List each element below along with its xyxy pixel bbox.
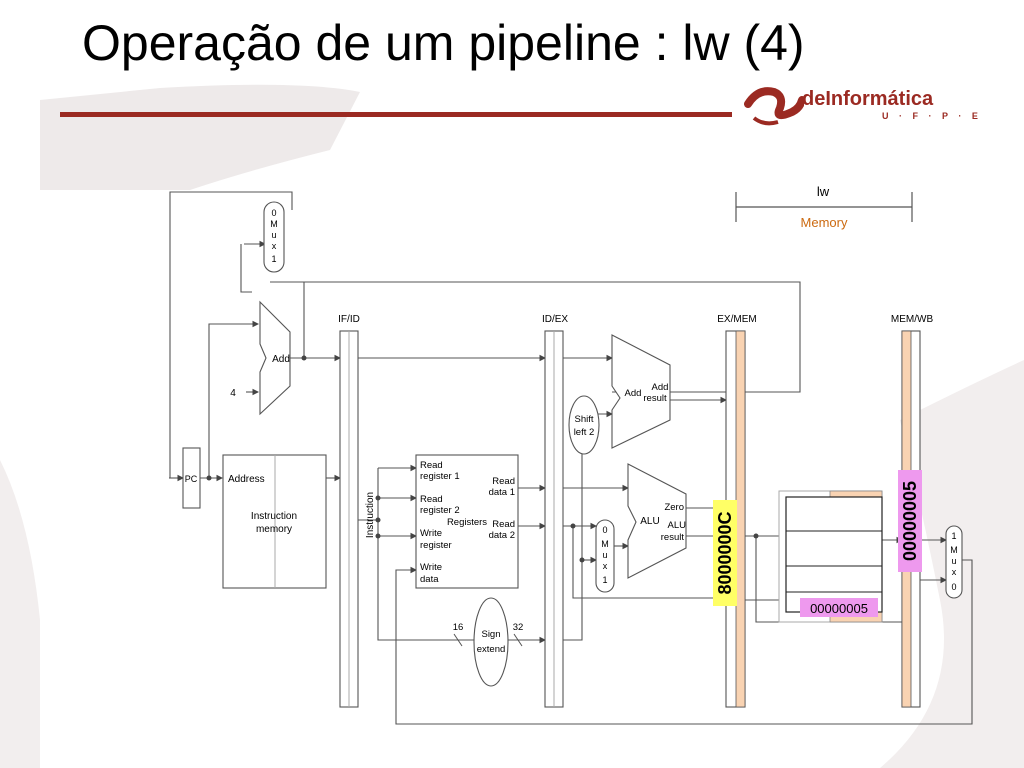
register-file: Read register 1 Read register 2 Write re… <box>415 454 519 589</box>
mux-alu-label-1: M <box>601 539 609 549</box>
data-memory: 00000005 <box>778 490 883 623</box>
wire-pc-to-add <box>208 320 260 478</box>
shift-left-2: Shift left 2 <box>568 395 600 455</box>
slide-title: Operação de um pipeline : lw (4) <box>82 15 805 71</box>
imem-address-label: Address <box>228 474 265 485</box>
rr1-label-2: register 1 <box>420 471 460 482</box>
wire-rd2-exmem <box>572 526 728 602</box>
ex-mem-value-tag: 8000000C <box>713 500 737 606</box>
rr2-label-1: Read <box>420 494 443 505</box>
mux-alu-src: 0 M u x 1 <box>595 519 615 593</box>
logo-mark-icon <box>744 87 804 126</box>
wire-writeback <box>395 559 973 725</box>
ex-mem-label: EX/MEM <box>717 314 756 325</box>
mux-top-label-3: x <box>272 241 277 251</box>
wire-instr-bus <box>377 468 476 641</box>
mux-pc-select: 0 M u x 1 <box>263 201 285 273</box>
id-ex-register: ID/EX <box>542 314 568 708</box>
wr-label-1: Write <box>420 528 442 539</box>
pc-adder: Add 4 <box>230 300 291 416</box>
ex-mem-value: 8000000C <box>715 511 735 594</box>
mux-wb-label-2: u <box>951 556 956 566</box>
memory-read-value: 00000005 <box>810 601 868 616</box>
mux-wb-label-1: M <box>950 545 958 555</box>
mux-writeback: 1 M u x 0 <box>945 525 963 599</box>
pc-adder-label: Add <box>272 354 290 365</box>
background-swoosh-left <box>0 460 40 768</box>
legend-stage: Memory <box>801 215 848 230</box>
shift-label-2: left 2 <box>574 427 595 438</box>
rd2-label-2: data 2 <box>489 530 515 541</box>
zero-label: Zero <box>664 502 684 513</box>
alu: ALU Zero ALU result <box>627 463 687 579</box>
wd-label-2: data <box>420 574 439 585</box>
instruction-bus-label: Instruction <box>365 492 376 538</box>
rd1-label-1: Read <box>492 476 515 487</box>
alu-label: ALU <box>640 516 659 527</box>
rd2-label-1: Read <box>492 519 515 530</box>
branch-adder: Add Add result <box>611 334 671 449</box>
imem-label-2: memory <box>256 524 292 535</box>
branch-adder-add-label: Add <box>625 388 642 399</box>
instruction-memory: Address Instruction memory <box>222 454 327 589</box>
wire-branch-target <box>270 281 801 393</box>
sign-extend-label-2: extend <box>477 644 506 655</box>
mux-alu-label-3: x <box>603 561 608 571</box>
logo-text: deInformática <box>802 88 934 110</box>
mem-wb-value-tag: 00000005 <box>898 470 922 572</box>
shift-label-1: Shift <box>574 414 593 425</box>
mux-top-label-1: M <box>270 219 278 229</box>
alu-result-label-1: ALU <box>668 520 687 531</box>
stage-legend: lw Memory <box>735 184 913 230</box>
pc-register: PC <box>182 447 201 509</box>
wires <box>169 191 973 725</box>
bits32-label: 32 <box>513 622 524 633</box>
bits16-label: 16 <box>453 622 464 633</box>
wd-label-1: Write <box>420 562 442 573</box>
mux-wb-label-3: x <box>952 567 957 577</box>
sign-extend: Sign extend 16 32 <box>453 597 524 687</box>
if-id-register: IF/ID Instruction <box>338 314 376 708</box>
add-result-label-1: Add <box>652 382 669 393</box>
imem-label-1: Instruction <box>251 511 297 522</box>
const-4-label: 4 <box>230 388 236 399</box>
logo: deInformática U · F · P · E <box>744 82 978 132</box>
if-id-label: IF/ID <box>338 314 360 325</box>
mem-wb-value: 00000005 <box>900 481 920 561</box>
mux-alu-label-4: 1 <box>602 575 607 585</box>
title-underline <box>60 112 732 117</box>
pc-label: PC <box>185 474 198 484</box>
rr1-label-1: Read <box>420 460 443 471</box>
mux-wb-label-4: 0 <box>951 582 956 592</box>
alu-result-label-2: result <box>661 532 685 543</box>
rr2-label-2: register 2 <box>420 505 460 516</box>
mem-wb-label: MEM/WB <box>891 314 934 325</box>
mux-wb-label-0: 1 <box>951 531 956 541</box>
wire-junctions <box>206 355 759 563</box>
legend-instruction: lw <box>817 184 830 199</box>
wire-imm-to-shift <box>563 454 583 641</box>
wire-pc-loop <box>169 191 293 478</box>
wire-mux-left <box>240 244 252 293</box>
logo-subtext: U · F · P · E <box>882 111 982 121</box>
id-ex-label: ID/EX <box>542 314 568 325</box>
rd1-label-2: data 1 <box>489 487 515 498</box>
registers-label: Registers <box>447 517 487 528</box>
mux-alu-label-2: u <box>602 550 607 560</box>
sign-extend-label-1: Sign <box>481 629 500 640</box>
mux-top-label-2: u <box>271 230 276 240</box>
wr-label-2: register <box>420 540 452 551</box>
mux-alu-label-0: 0 <box>602 525 607 535</box>
mux-top-label-4: 1 <box>271 254 276 264</box>
mux-top-label-0: 0 <box>271 208 276 218</box>
add-result-label-2: result <box>643 393 667 404</box>
background-swoosh-top <box>40 84 360 190</box>
